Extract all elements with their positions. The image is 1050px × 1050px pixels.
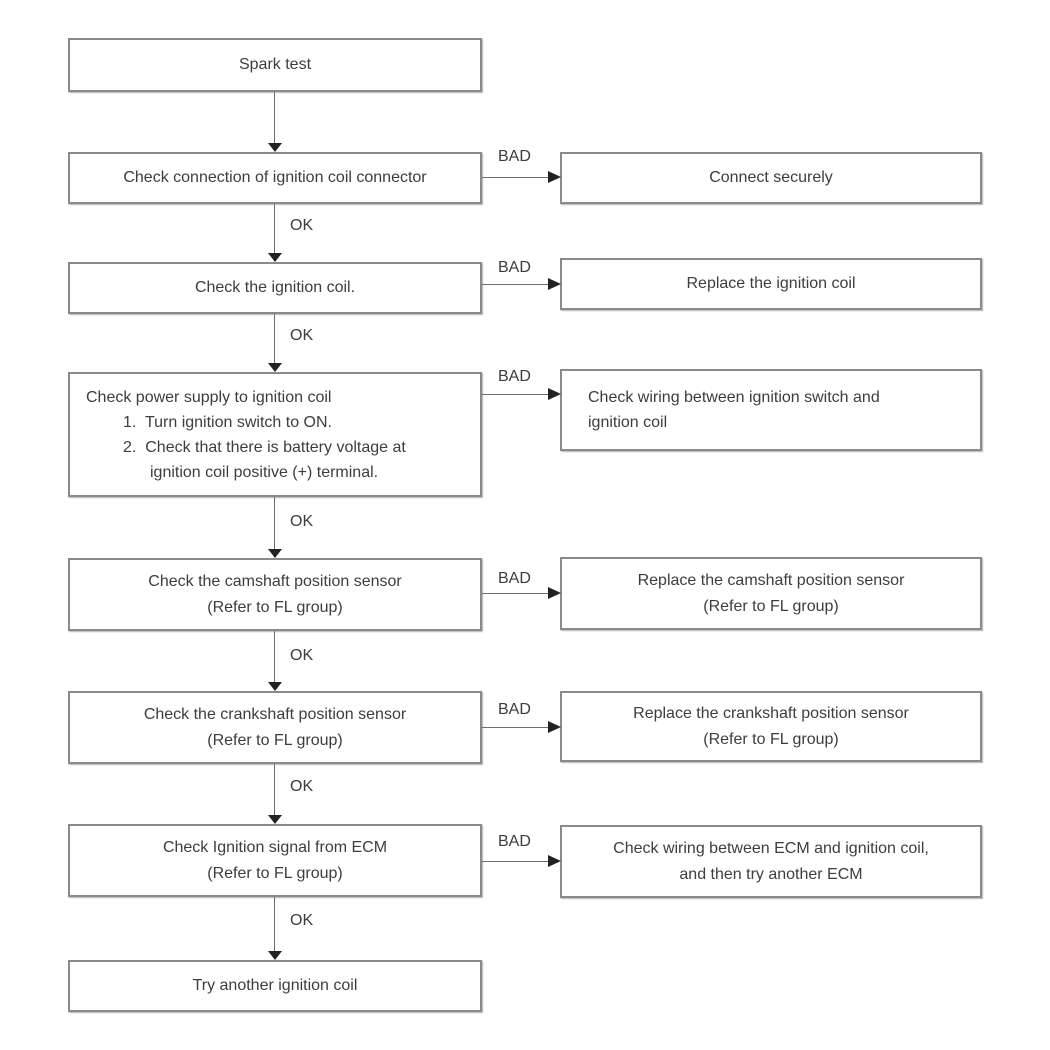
step-box-check-connection: Check connection of ignition coil connec… — [68, 152, 482, 204]
box-text-line1: Check the camshaft position sensor — [148, 572, 402, 590]
box-text-line2: ignition coil — [588, 414, 668, 431]
arrow-right-icon — [548, 278, 561, 290]
step-box-check-crankshaft-sensor: Check the crankshaft position sensor (Re… — [68, 691, 482, 764]
arrow-down-icon — [268, 951, 282, 960]
box-text-line2: (Refer to FL group) — [207, 598, 343, 616]
start-box-spark-test: Spark test — [68, 38, 482, 92]
box-text: Spark test — [238, 56, 312, 73]
connector-line — [274, 204, 275, 253]
box-text: Connect securely — [709, 169, 833, 186]
arrow-right-icon — [548, 587, 561, 599]
connector-line — [274, 631, 275, 682]
bad-label: BAD — [498, 833, 531, 850]
connector-line — [482, 177, 548, 178]
box-text-line2: (Refer to FL group) — [207, 864, 343, 882]
arrow-down-icon — [268, 143, 282, 152]
step-box-check-camshaft-sensor: Check the camshaft position sensor (Refe… — [68, 558, 482, 631]
box-text-line1: Replace the camshaft position sensor — [637, 571, 905, 589]
connector-line — [482, 861, 548, 862]
ok-label: OK — [290, 327, 314, 344]
bad-label: BAD — [498, 701, 531, 718]
box-text-line1: Check the crankshaft position sensor — [143, 705, 407, 723]
box-text-line2: (Refer to FL group) — [207, 731, 343, 749]
ok-label: OK — [290, 912, 314, 929]
connector-line — [482, 394, 548, 395]
action-box-connect-securely: Connect securely — [560, 152, 982, 204]
box-text-line1: Replace the crankshaft position sensor — [633, 704, 909, 722]
box-text: Check connection of ignition coil connec… — [123, 169, 427, 186]
connector-line — [274, 314, 275, 363]
action-box-replace-camshaft-sensor: Replace the camshaft position sensor (Re… — [560, 557, 982, 630]
connector-line — [482, 727, 548, 728]
ok-label: OK — [290, 217, 314, 234]
box-text-line1: Check wiring between ECM and ignition co… — [613, 839, 929, 857]
box-text: Replace the ignition coil — [686, 275, 856, 292]
box-text-item1: 1. Turn ignition switch to ON. — [123, 413, 332, 431]
final-box-try-another-ignition-coil: Try another ignition coil — [68, 960, 482, 1012]
box-text-item2: 2. Check that there is battery voltage a… — [123, 438, 406, 456]
arrow-right-icon — [548, 721, 561, 733]
arrow-down-icon — [268, 253, 282, 262]
arrow-right-icon — [548, 171, 561, 183]
action-box-check-wiring-switch-coil: Check wiring between ignition switch and… — [560, 369, 982, 451]
action-box-replace-crankshaft-sensor: Replace the crankshaft position sensor (… — [560, 691, 982, 762]
ok-label: OK — [290, 513, 314, 530]
arrow-down-icon — [268, 815, 282, 824]
box-text-line2: (Refer to FL group) — [703, 597, 839, 615]
arrow-down-icon — [268, 682, 282, 691]
step-box-check-ignition-signal-ecm: Check Ignition signal from ECM (Refer to… — [68, 824, 482, 897]
box-text-line1: Check wiring between ignition switch and — [588, 389, 880, 406]
box-text: Check the ignition coil. — [194, 279, 356, 296]
ok-label: OK — [290, 647, 314, 664]
connector-line — [482, 284, 548, 285]
box-text: Try another ignition coil — [192, 977, 358, 994]
box-text-line2: and then try another ECM — [679, 865, 863, 883]
arrow-right-icon — [548, 388, 561, 400]
connector-line — [274, 897, 275, 951]
box-text-line1: Check Ignition signal from ECM — [162, 838, 388, 856]
step-box-check-ignition-coil: Check the ignition coil. — [68, 262, 482, 314]
arrow-down-icon — [268, 549, 282, 558]
action-box-check-wiring-ecm-coil: Check wiring between ECM and ignition co… — [560, 825, 982, 898]
bad-label: BAD — [498, 368, 531, 385]
box-text-title: Check power supply to ignition coil — [86, 388, 332, 406]
connector-line — [274, 497, 275, 549]
connector-line — [274, 764, 275, 815]
connector-line — [482, 593, 548, 594]
action-box-replace-ignition-coil: Replace the ignition coil — [560, 258, 982, 310]
connector-line — [274, 92, 275, 143]
step-box-check-power-supply: Check power supply to ignition coil 1. T… — [68, 372, 482, 497]
bad-label: BAD — [498, 570, 531, 587]
box-text-line2: (Refer to FL group) — [703, 730, 839, 748]
bad-label: BAD — [498, 148, 531, 165]
arrow-down-icon — [268, 363, 282, 372]
box-text-item2-cont: ignition coil positive (+) terminal. — [150, 463, 379, 481]
bad-label: BAD — [498, 259, 531, 276]
arrow-right-icon — [548, 855, 561, 867]
ok-label: OK — [290, 778, 314, 795]
